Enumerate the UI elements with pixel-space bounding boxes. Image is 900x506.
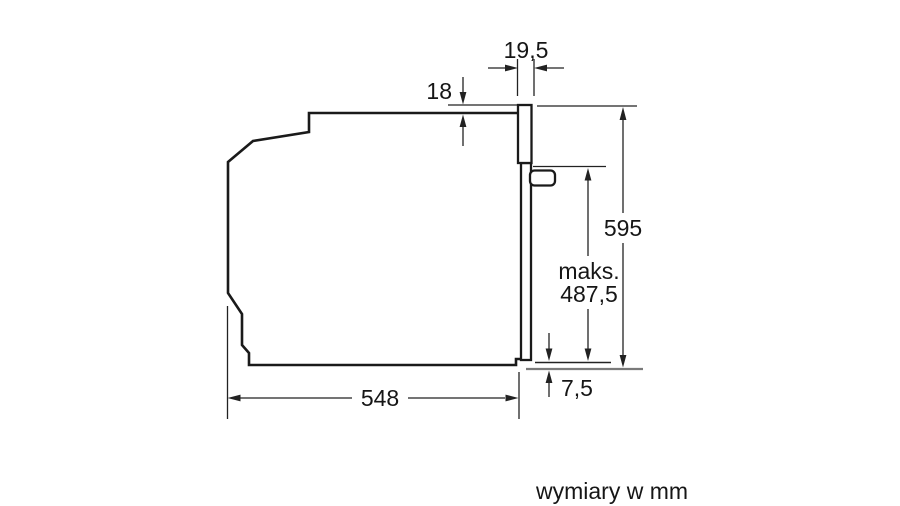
dim-bottom-gap-label: 7,5 <box>561 375 593 401</box>
arrow-left-icon <box>227 394 241 402</box>
arrow-up-icon <box>545 370 553 383</box>
dim-max-value-label: 487,5 <box>560 281 618 307</box>
arrow-right-icon <box>505 394 519 402</box>
dim-top-overhang-label: 18 <box>426 78 452 104</box>
arrow-up-icon <box>459 114 467 127</box>
dim-top-thickness: 19,5 <box>488 37 564 96</box>
dim-top-thickness-label: 19,5 <box>504 37 549 63</box>
oven-body <box>226 103 557 367</box>
oven-handle <box>528 169 557 187</box>
arrow-left-icon <box>534 64 547 72</box>
arrow-up-icon <box>584 168 592 181</box>
dim-top-overhang: 18 <box>426 77 517 146</box>
arrow-down-icon <box>584 348 592 361</box>
oven-door-front <box>519 161 533 362</box>
arrow-down-icon <box>545 348 553 361</box>
dim-height-595: 595 <box>526 105 643 371</box>
arrow-down-icon <box>459 92 467 105</box>
oven-body-outline <box>226 111 522 367</box>
dim-bottom-gap: 7,5 <box>545 333 593 401</box>
oven-top-panel <box>516 103 533 165</box>
dim-height-595-label: 595 <box>604 215 642 241</box>
dim-max-height: maks. 487,5 <box>533 165 620 364</box>
dim-depth-label: 548 <box>361 385 399 411</box>
dim-max-prefix-label: maks. <box>558 258 619 284</box>
arrow-right-icon <box>505 64 518 72</box>
arrow-up-icon <box>619 107 627 120</box>
arrow-down-icon <box>619 355 627 368</box>
units-caption: wymiary w mm <box>535 478 688 504</box>
dim-depth: 548 <box>226 306 520 419</box>
